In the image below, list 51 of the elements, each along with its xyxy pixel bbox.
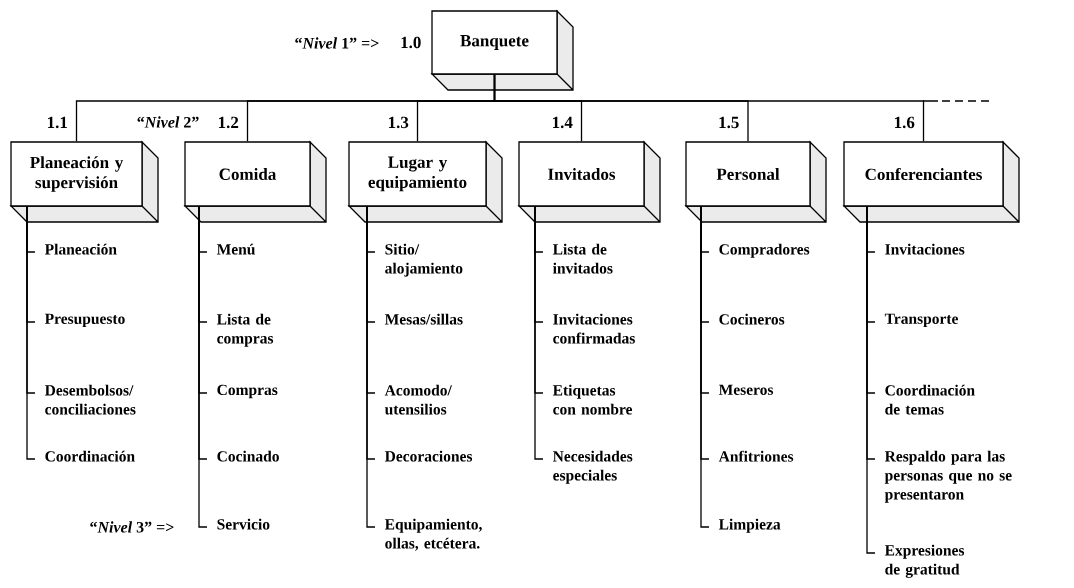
outline-number: 1.3 <box>388 116 409 129</box>
outline-number: 1.1 <box>47 116 67 129</box>
level-label: “Nivel 1” => <box>295 37 379 49</box>
task-label: Anfitriones <box>718 450 794 462</box>
box-3d: Planeación y supervisión <box>9 141 159 223</box>
box-3d: Comida <box>183 141 327 223</box>
task-label: Expresiones de gratitud <box>884 544 965 578</box>
task-label: Servicio <box>217 518 270 530</box>
box-3d: Conferenciantes <box>842 141 1020 223</box>
task-label: Sitio/ alojamiento <box>385 243 463 277</box>
task-label: Presupuesto <box>44 313 125 328</box>
task-label: Mesas/sillas <box>384 313 463 325</box>
connector-line <box>493 74 925 142</box>
task-label: Compradores <box>719 243 810 258</box>
connector-line <box>198 205 208 528</box>
task-label: Cocineros <box>719 313 785 325</box>
level-label: “Nivel 2” <box>137 116 199 128</box>
task-label: Invitaciones <box>885 243 965 255</box>
box-3d: Lugar y equipamiento <box>347 141 503 223</box>
box-3d: Banquete <box>430 10 574 91</box>
outline-number: 1.2 <box>218 116 239 129</box>
task-label: Decoraciones <box>384 450 473 462</box>
task-label: Transporte <box>884 313 958 328</box>
task-label: Invitaciones confirmadas <box>553 313 635 344</box>
task-label: Etiquetas con nombre <box>552 384 633 415</box>
task-label: Respaldo para las personas que no se presentaron <box>884 450 1012 503</box>
outline-number: 1.4 <box>552 116 573 129</box>
outline-number: 1.6 <box>894 116 915 129</box>
task-label: Planeación <box>44 243 117 255</box>
task-label: Coordinación <box>45 450 135 462</box>
task-label: Menú <box>216 243 255 255</box>
connector-line <box>700 205 710 528</box>
task-label: Meseros <box>718 384 774 395</box>
task-label: Cocinado <box>217 450 279 462</box>
box-3d: Personal <box>684 141 827 223</box>
task-label: Desembolsos/ conciliaciones <box>44 384 136 415</box>
box-3d: Invitados <box>517 141 661 223</box>
task-label: Lista de compras <box>216 313 274 347</box>
task-label: Necesidades especiales <box>552 450 633 484</box>
outline-number: 1.5 <box>719 116 739 129</box>
task-label: Limpieza <box>718 518 781 533</box>
task-label: Lista de invitados <box>552 243 613 274</box>
connector-line <box>534 205 544 460</box>
task-label: Coordinación de temas <box>885 384 975 415</box>
connector-line <box>26 205 36 460</box>
level-label: “Nivel 3” => <box>90 521 174 533</box>
task-label: Equipamiento, ollas, etcétera. <box>384 518 482 551</box>
outline-number: 1.0 <box>401 36 421 49</box>
task-label: Compras <box>217 384 278 399</box>
task-label: Acomodo/ utensilios <box>384 384 452 415</box>
connector-line <box>366 205 376 528</box>
